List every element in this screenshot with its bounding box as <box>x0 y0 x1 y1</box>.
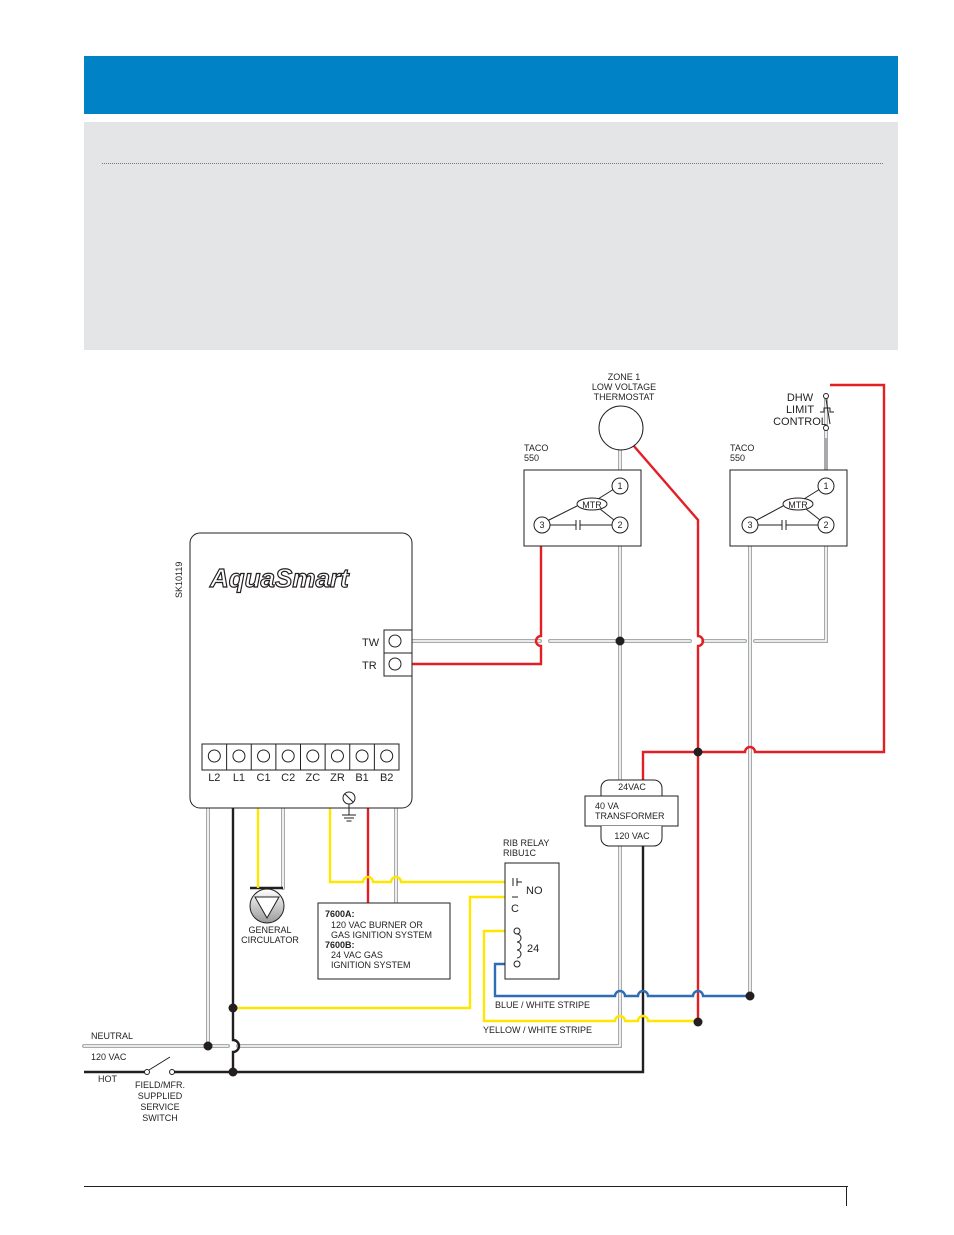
relay-no-label: NO <box>526 885 543 897</box>
burner-line-1: 7600A: <box>325 909 355 919</box>
terminal-screw-b2 <box>380 749 394 763</box>
terminal-screw-zr <box>330 749 344 763</box>
thermostat-label-3: THERMOSTAT <box>594 392 655 402</box>
yellow-wire-label: YELLOW / WHITE STRIPE <box>483 1025 592 1035</box>
dhw-label-3: CONTROL <box>773 416 827 428</box>
info-panel <box>84 122 898 350</box>
dhw-limit-control: DHW LIMIT CONTROL <box>773 392 834 431</box>
power-supply: NEUTRAL 120 VAC HOT FIELD/MFR. SUPPLIED … <box>91 1031 185 1123</box>
taco-left-term3: 3 <box>539 520 544 530</box>
taco-left-term2: 2 <box>617 520 622 530</box>
junction-dots <box>203 636 755 1077</box>
burner-line-3: GAS IGNITION SYSTEM <box>331 930 432 940</box>
transformer-primary-label: 120 VAC <box>614 831 650 841</box>
taco-relay-right: TACO 550 MTR 1 2 3 <box>729 443 848 547</box>
general-circulator: GENERAL CIRCULATOR <box>241 888 299 945</box>
red-wires <box>366 383 886 1022</box>
burner-line-2: 120 VAC BURNER OR <box>331 920 423 930</box>
switch-label-4: SWITCH <box>142 1113 178 1123</box>
taco-right-label-1: TACO <box>730 443 754 453</box>
blue-wires <box>493 962 750 998</box>
dhw-label-1: DHW <box>787 392 814 404</box>
terminal-label-c2: C2 <box>281 772 295 784</box>
terminal-label-b2: B2 <box>380 772 393 784</box>
header-bar <box>84 56 898 114</box>
neutral-label: NEUTRAL <box>91 1031 133 1041</box>
transformer-label-2: TRANSFORMER <box>595 811 665 821</box>
taco-right-term2: 2 <box>823 520 828 530</box>
transformer: 24VAC 40 VA TRANSFORMER 120 VAC <box>584 779 679 847</box>
relay-c-label: C <box>511 903 519 915</box>
taco-right-term1: 1 <box>823 481 828 491</box>
tr-label: TR <box>362 660 377 672</box>
relay-24-label: 24 <box>527 943 539 955</box>
dotted-divider <box>102 163 883 164</box>
burner-line-6: IGNITION SYSTEM <box>331 960 411 970</box>
yellow-wires <box>233 770 698 1023</box>
burner-line-4: 7600B: <box>325 940 355 950</box>
mtr-left: MTR <box>582 500 602 510</box>
brand-logo: AquaSmart <box>209 563 350 593</box>
burner-box: 7600A: 120 VAC BURNER OR GAS IGNITION SY… <box>317 902 451 980</box>
rib-relay: RIB RELAY RIBU1C NO C 24 <box>503 838 560 980</box>
terminal-label-b1: B1 <box>355 772 368 784</box>
footer-tick <box>846 1186 847 1206</box>
terminal-screw-l1 <box>232 749 246 763</box>
zone-thermostat: ZONE 1 LOW VOLTAGE THERMOSTAT <box>592 372 656 451</box>
terminal-label-l2: L2 <box>208 772 220 784</box>
taco-left-term1: 1 <box>617 481 622 491</box>
aquasmart-control: SK10119 AquaSmart TW TR L2 L1 C1 C2 ZC ZR B1 B2 <box>174 532 413 822</box>
thermostat-label-2: LOW VOLTAGE <box>592 382 656 392</box>
switch-label-3: SERVICE <box>140 1102 179 1112</box>
taco-relay-left: TACO 550 MTR 1 2 3 <box>523 443 642 547</box>
terminal-screw-l2 <box>207 749 221 763</box>
service-switch-icon <box>144 1069 150 1075</box>
vac120-label: 120 VAC <box>91 1052 127 1062</box>
tw-label: TW <box>362 637 380 649</box>
terminal-screw-c1 <box>257 749 271 763</box>
taco-right-term3: 3 <box>747 520 752 530</box>
switch-label-1: FIELD/MFR. <box>135 1080 185 1090</box>
burner-line-5: 24 VAC GAS <box>331 950 383 960</box>
terminal-screw-c2 <box>281 749 295 763</box>
switch-label-2: SUPPLIED <box>138 1091 183 1101</box>
terminal-label-zr: ZR <box>330 772 345 784</box>
circulator-label-1: GENERAL <box>248 925 291 935</box>
transformer-label-1: 40 VA <box>595 801 619 811</box>
taco-right-label-2: 550 <box>730 453 745 463</box>
terminal-screw-zc <box>306 749 320 763</box>
terminal-screw-b1 <box>355 749 369 763</box>
thermostat-label-1: ZONE 1 <box>608 372 641 382</box>
footer-rule <box>84 1186 848 1187</box>
taco-left-label-2: 550 <box>524 453 539 463</box>
transformer-secondary-label: 24VAC <box>618 782 646 792</box>
black-wires <box>84 770 645 1074</box>
relay-title-1: RIB RELAY <box>503 838 549 848</box>
hot-label: HOT <box>98 1074 118 1084</box>
relay-title-2: RIBU1C <box>503 848 537 858</box>
circulator-label-2: CIRCULATOR <box>241 935 299 945</box>
terminal-label-zc: ZC <box>305 772 320 784</box>
mtr-right: MTR <box>788 500 808 510</box>
blue-wire-label: BLUE / WHITE STRIPE <box>495 1000 590 1010</box>
dhw-label-2: LIMIT <box>786 404 814 416</box>
sk-code: SK10119 <box>174 562 184 598</box>
terminal-label-l1: L1 <box>233 772 245 784</box>
taco-left-label-1: TACO <box>524 443 548 453</box>
terminal-label-c1: C1 <box>257 772 271 784</box>
